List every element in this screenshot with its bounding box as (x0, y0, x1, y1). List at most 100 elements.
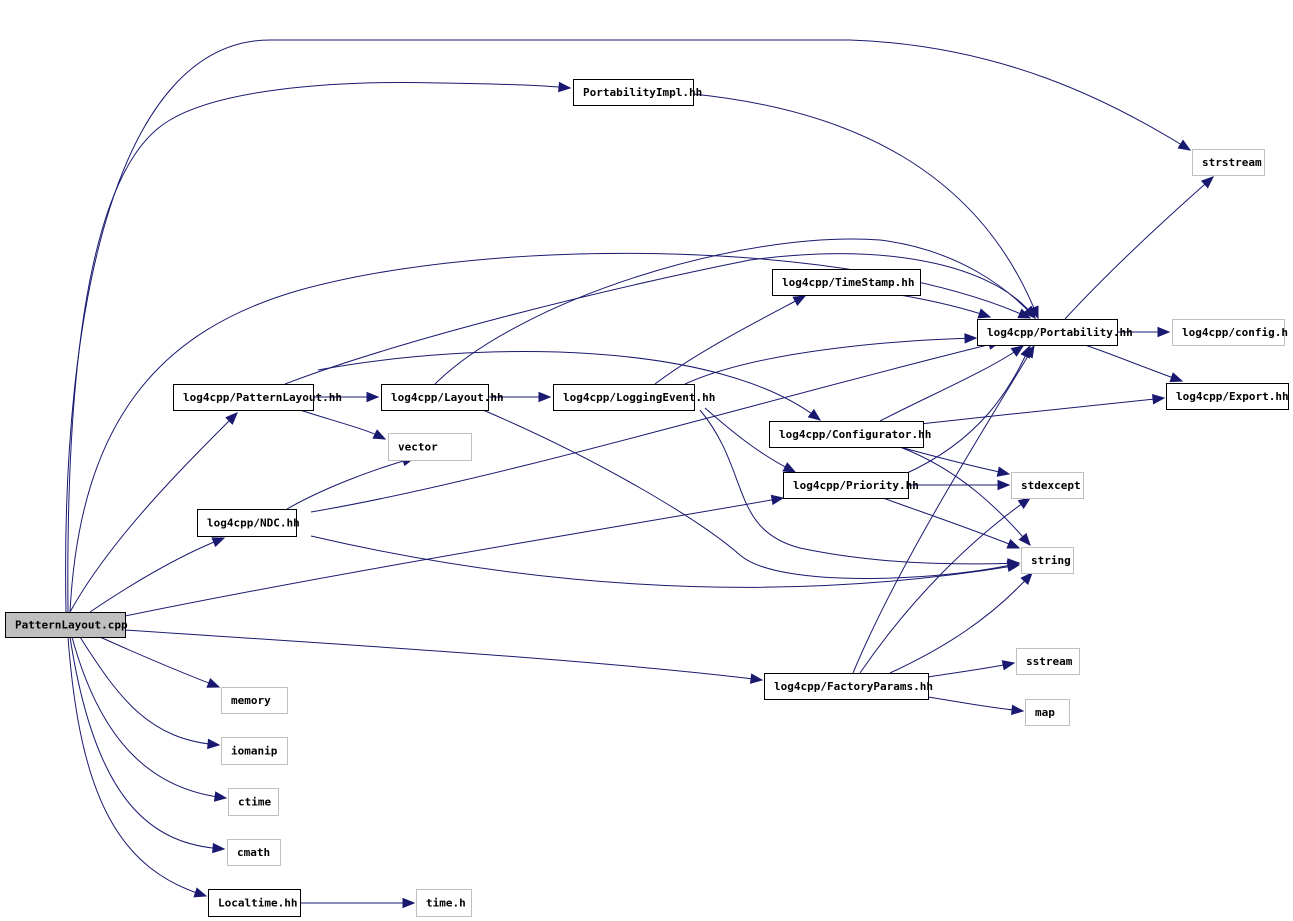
node-iomanip: iomanip (221, 737, 288, 765)
edge-root-to-factoryparams (124, 629, 764, 684)
edge-root-to-priority (124, 494, 785, 617)
edge-line (317, 351, 821, 421)
node-portability[interactable]: log4cpp/Portability.hh (977, 319, 1133, 346)
edge-line (1064, 176, 1214, 320)
edge-arrowhead (372, 429, 387, 440)
edge-ndc-to-vector (286, 456, 416, 510)
node-box (227, 839, 281, 866)
edge-configurator-to-export (919, 394, 1166, 425)
edge-line (699, 409, 1020, 565)
node-box (381, 384, 489, 411)
edge-arrowhead (1001, 660, 1016, 671)
node-label: PortabilityImpl.hh (583, 86, 702, 99)
node-string: string (1021, 547, 1074, 574)
edge-arrowhead (211, 537, 226, 548)
edge-line (434, 238, 1036, 385)
edge-arrowhead (1018, 532, 1031, 546)
node-export[interactable]: log4cpp/Export.hh (1166, 383, 1289, 410)
node-localtime[interactable]: Localtime.hh (208, 889, 301, 917)
node-label: log4cpp/PatternLayout.hh (183, 391, 342, 404)
edge-line (67, 636, 207, 897)
node-loggingevent[interactable]: log4cpp/LoggingEvent.hh (553, 384, 716, 411)
edge-layout-to-string (482, 409, 1021, 579)
node-factoryparams[interactable]: log4cpp/FactoryParams.hh (764, 673, 933, 700)
edge-arrowhead (1017, 497, 1032, 509)
node-label: log4cpp/FactoryParams.hh (774, 680, 933, 693)
edge-arrowhead (770, 494, 785, 506)
node-box (5, 612, 126, 638)
node-configurator[interactable]: log4cpp/Configurator.hh (769, 421, 932, 448)
edge-line (310, 535, 1020, 588)
edge-arrowhead (366, 391, 380, 403)
edge-line (79, 636, 220, 746)
edge-root-to-iomanip (79, 636, 221, 750)
node-layout[interactable]: log4cpp/Layout.hh (381, 384, 504, 411)
edge-priority-to-string (882, 497, 1021, 549)
edge-configurator-to-string (899, 446, 1031, 546)
edge-arrowhead (1177, 139, 1192, 151)
edge-arrowhead (538, 391, 552, 403)
node-label: log4cpp/NDC.hh (207, 517, 300, 530)
node-label: log4cpp/Export.hh (1176, 390, 1289, 403)
node-label: Localtime.hh (218, 897, 297, 910)
edge-arrowhead (1006, 561, 1021, 573)
node-box (221, 687, 288, 714)
node-label: PatternLayout.cpp (15, 619, 128, 632)
edge-loggingevent-to-priority (704, 407, 797, 473)
edge-factoryparams-to-stdexcept (859, 497, 1032, 674)
edge-arrowhead (1023, 306, 1036, 319)
node-ndc[interactable]: log4cpp/NDC.hh (197, 509, 300, 537)
node-priority[interactable]: log4cpp/Priority.hh (783, 472, 919, 499)
edge-arrowhead (1023, 344, 1035, 359)
edge-arrowhead (997, 479, 1011, 491)
edge-line (71, 636, 227, 799)
edge-loggingevent-to-timestamp (654, 295, 807, 385)
edge-factoryparams-to-map (927, 696, 1025, 716)
node-root[interactable]: PatternLayout.cpp (5, 612, 128, 638)
node-label: log4cpp/Layout.hh (391, 391, 504, 404)
node-label: log4cpp/LoggingEvent.hh (563, 391, 715, 404)
edge-arrowhead (807, 408, 822, 421)
node-box (228, 788, 279, 816)
edge-arrowhead (402, 897, 416, 909)
node-box (769, 421, 924, 448)
edge-arrowhead (1006, 538, 1021, 549)
edge-patternlayout-to-configurator (317, 351, 822, 421)
edge-line (899, 446, 1031, 546)
node-portimpl[interactable]: PortabilityImpl.hh (573, 79, 703, 106)
node-patternlayout[interactable]: log4cpp/PatternLayout.hh (173, 384, 342, 411)
node-label: string (1031, 554, 1071, 567)
node-box (1011, 472, 1084, 499)
node-box (1021, 547, 1074, 574)
edge-arrowhead (1010, 345, 1025, 357)
edge-line (684, 337, 977, 385)
edge-arrowhead (1157, 326, 1171, 338)
edge-arrowhead (1011, 704, 1025, 716)
node-box (573, 79, 694, 106)
edge-timestamp-to-portability (899, 294, 992, 319)
node-label: log4cpp/Configurator.hh (779, 428, 931, 441)
edge-factoryparams-to-portability (852, 344, 1035, 674)
edge-line (99, 636, 220, 688)
node-timestamp[interactable]: log4cpp/TimeStamp.hh (772, 269, 921, 296)
node-memory: memory (221, 687, 288, 714)
node-box (208, 889, 301, 917)
edge-arrowhead (225, 412, 238, 425)
node-box (1192, 149, 1265, 176)
edge-root-to-ndc (89, 537, 226, 613)
edge-root-to-portimpl (67, 81, 572, 613)
node-strstream: strstream (1192, 149, 1265, 176)
edge-line (927, 696, 1024, 712)
node-label: log4cpp/TimeStamp.hh (782, 276, 914, 289)
edge-line (704, 407, 796, 473)
edge-localtime-to-timeh (300, 897, 416, 909)
node-label: log4cpp/config.h (1182, 326, 1288, 339)
edge-layout-to-portability (434, 238, 1036, 385)
edge-root-to-patternlayout (69, 412, 238, 613)
node-box (416, 889, 472, 917)
edge-line (286, 457, 415, 510)
node-label: strstream (1202, 156, 1262, 169)
edge-line (69, 252, 1031, 613)
edge-loggingevent-to-portability (684, 333, 978, 385)
node-box (553, 384, 695, 411)
